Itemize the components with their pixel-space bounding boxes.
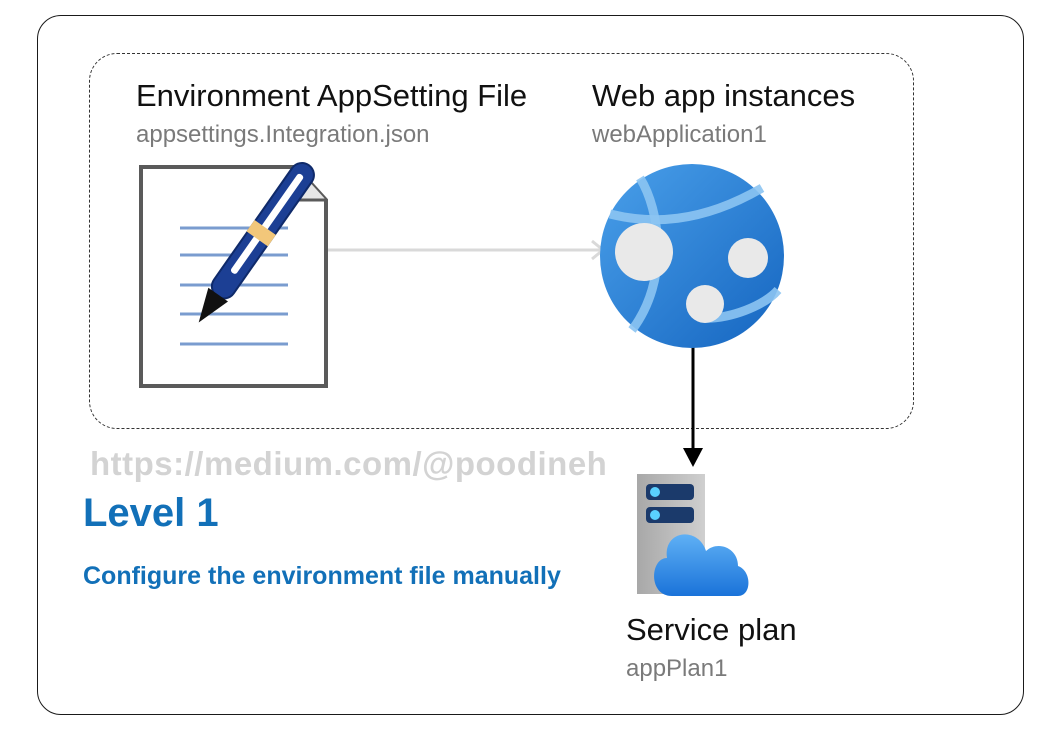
document-edit-icon [139,161,328,388]
file-subtitle: appsettings.Integration.json [136,121,430,148]
level-heading: Level 1 [83,491,219,535]
server-cloud-icon [637,474,749,596]
connector-file-to-webapp [328,239,606,261]
plan-subtitle: appPlan1 [626,655,728,682]
file-title: Environment AppSetting File [136,78,528,113]
diagram-frame [37,15,1024,715]
connector-webapp-to-plan [683,345,703,467]
plan-title: Service plan [626,612,797,647]
web-app-globe-icon [600,164,784,348]
webapp-title: Web app instances [592,78,856,113]
level-description: Configure the environment file manually [83,562,561,590]
environment-group [89,53,914,429]
webapp-subtitle: webApplication1 [592,121,767,148]
watermark-url: https://medium.com/@poodineh [90,445,608,482]
